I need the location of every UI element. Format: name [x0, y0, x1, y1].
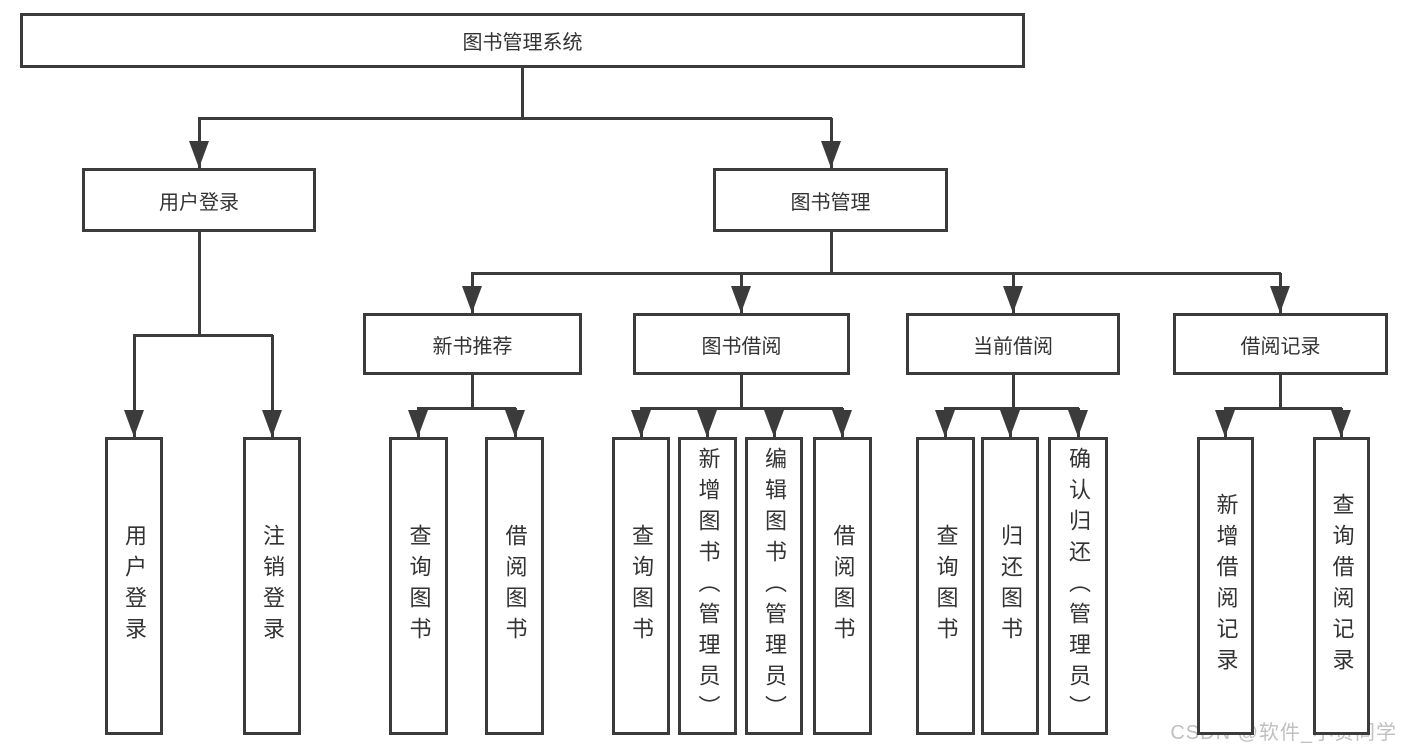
node-bb-borrow-book: 借阅图书: [813, 437, 872, 735]
node-br-query-record: 查询借阅记录: [1313, 437, 1370, 735]
node-label: 归还图书: [998, 524, 1023, 648]
node-label: 查询图书: [629, 524, 654, 648]
connector-line: [271, 335, 274, 437]
node-br-add-record: 新增借阅记录: [1197, 437, 1254, 735]
node-cb-return-book: 归还图书: [981, 437, 1039, 735]
arrow-down-icon: [821, 141, 841, 168]
connector-line: [521, 68, 524, 118]
node-label: 借阅记录: [1240, 335, 1321, 358]
node-rec-query-book: 查询图书: [389, 437, 448, 735]
node-user-login-leaf: 用户登录: [105, 437, 163, 735]
connector-line: [1224, 407, 1342, 410]
arrow-down-icon: [631, 410, 651, 437]
arrow-down-icon: [262, 410, 282, 437]
arrow-down-icon: [1003, 286, 1023, 313]
node-cb-confirm-return: 确认归还（管理员）: [1048, 437, 1108, 735]
node-label: 当前借阅: [973, 335, 1053, 358]
arrow-down-icon: [189, 141, 209, 168]
node-label: 借阅图书: [830, 524, 856, 648]
connector-line: [133, 334, 273, 337]
node-label: 查询图书: [406, 524, 432, 648]
node-bb-edit-book: 编辑图书（管理员）: [745, 437, 803, 735]
connector-line: [1012, 375, 1015, 408]
connector-line: [830, 232, 833, 273]
node-bb-add-book: 新增图书（管理员）: [678, 437, 737, 735]
connector-line: [198, 232, 201, 335]
node-root: 图书管理系统: [20, 13, 1025, 68]
connector-line: [198, 117, 832, 120]
connector-line: [640, 407, 843, 410]
arrow-down-icon: [124, 410, 144, 437]
node-book-borrow: 图书借阅: [633, 313, 850, 375]
arrow-down-icon: [1000, 410, 1020, 437]
arrow-down-icon: [832, 410, 852, 437]
connector-line: [471, 375, 474, 408]
arrow-down-icon: [764, 410, 784, 437]
node-bb-query-book: 查询图书: [612, 437, 670, 735]
connector-line: [740, 375, 743, 408]
arrow-down-icon: [462, 286, 482, 313]
node-book-mgmt: 图书管理: [713, 168, 948, 232]
node-current-borrow: 当前借阅: [906, 313, 1120, 375]
node-label: 借阅图书: [502, 524, 528, 648]
node-logout-leaf: 注销登录: [243, 437, 301, 735]
connector-line: [133, 335, 136, 437]
node-new-book-rec: 新书推荐: [363, 313, 582, 375]
node-label: 查询借阅记录: [1329, 493, 1355, 679]
node-cb-query-book: 查询图书: [916, 437, 975, 735]
connector-line: [1279, 375, 1282, 408]
node-label: 新增借阅记录: [1213, 493, 1239, 679]
node-label: 编辑图书（管理员）: [762, 446, 787, 726]
arrow-down-icon: [731, 286, 751, 313]
connector-line: [471, 272, 1281, 275]
node-label: 图书管理: [790, 191, 871, 214]
arrow-down-icon: [1068, 410, 1088, 437]
connector-line: [417, 407, 516, 410]
arrow-down-icon: [505, 410, 525, 437]
arrow-down-icon: [1270, 286, 1290, 313]
arrow-down-icon: [935, 410, 955, 437]
arrow-down-icon: [1331, 410, 1351, 437]
node-label: 确认归还（管理员）: [1066, 446, 1091, 726]
node-label: 注销登录: [260, 524, 285, 648]
node-borrow-records: 借阅记录: [1173, 313, 1388, 375]
arrow-down-icon: [1215, 410, 1235, 437]
node-label: 新增图书（管理员）: [695, 446, 721, 726]
node-label: 查询图书: [933, 524, 959, 648]
arrow-down-icon: [408, 410, 428, 437]
node-label: 图书借阅: [701, 335, 782, 358]
node-user-login: 用户登录: [82, 168, 316, 232]
node-label: 新书推荐: [432, 335, 513, 358]
node-label: 用户登录: [159, 191, 239, 214]
node-label: 用户登录: [122, 524, 147, 648]
arrow-down-icon: [697, 410, 717, 437]
node-rec-borrow-book: 借阅图书: [485, 437, 544, 735]
node-label: 图书管理系统: [462, 32, 583, 54]
